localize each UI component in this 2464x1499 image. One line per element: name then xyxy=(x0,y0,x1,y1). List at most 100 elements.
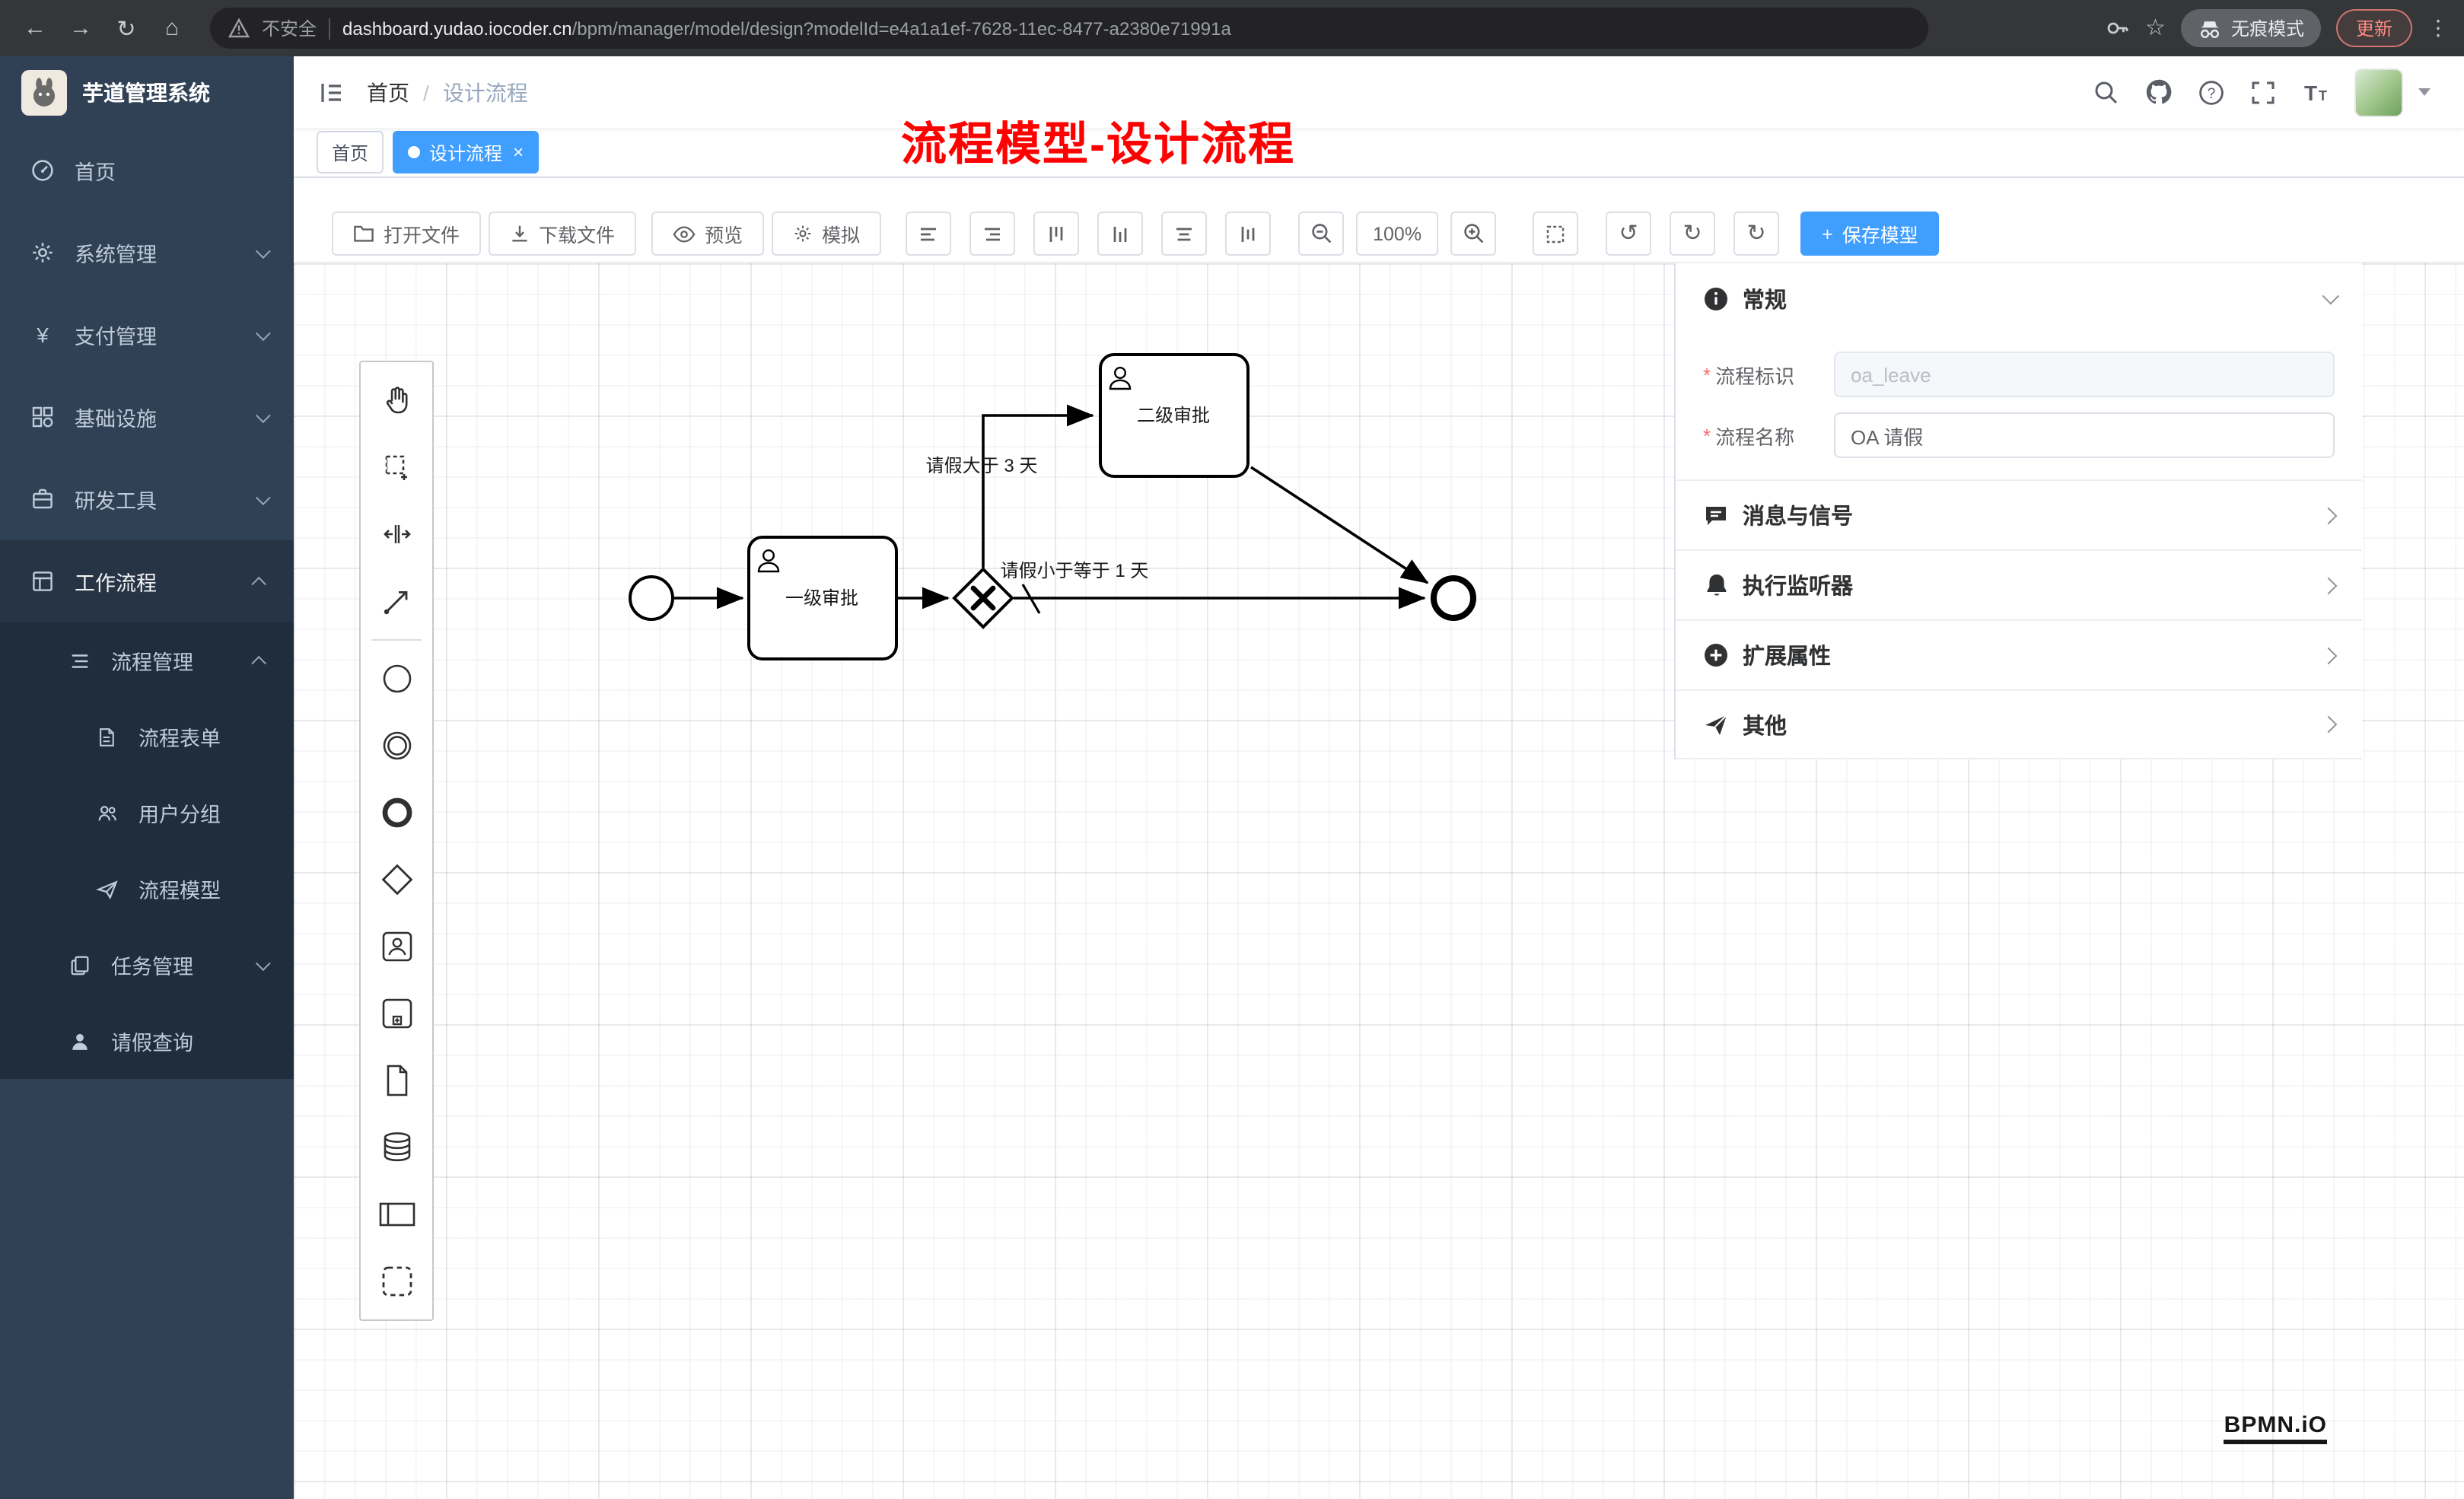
sidebar-item-label: 系统管理 xyxy=(75,243,157,266)
open-file-button[interactable]: 打开文件 xyxy=(332,212,482,256)
tab-home[interactable]: 首页 xyxy=(317,131,384,173)
help-icon[interactable]: ? xyxy=(2198,78,2225,106)
github-icon[interactable] xyxy=(2144,78,2173,107)
breadcrumb-home[interactable]: 首页 xyxy=(367,80,409,104)
user-avatar[interactable] xyxy=(2354,68,2403,116)
sidebar-item-process-model[interactable]: 流程模型 xyxy=(0,851,294,927)
warning-icon xyxy=(228,18,250,38)
fit-viewport-button[interactable] xyxy=(1533,212,1579,256)
exclusive-gateway[interactable] xyxy=(952,567,1014,629)
password-key-icon[interactable] xyxy=(2104,15,2130,41)
user-task-icon[interactable] xyxy=(362,913,431,980)
app-logo-row[interactable]: 芋道管理系统 xyxy=(0,56,294,129)
section-execution-listener[interactable]: 执行监听器 xyxy=(1676,549,2362,619)
flow-task2-to-end[interactable] xyxy=(1250,466,1429,584)
flow-gateway-to-task2[interactable] xyxy=(982,404,1094,568)
url-host: dashboard.yudao.iocoder.cn xyxy=(342,18,572,39)
data-object-icon[interactable] xyxy=(362,1047,431,1114)
sidebar-fold-icon[interactable] xyxy=(318,78,345,106)
end-event[interactable] xyxy=(1431,575,1476,621)
intermediate-event-icon[interactable] xyxy=(362,712,431,779)
fit-viewport-icon xyxy=(1546,224,1565,243)
end-event-icon[interactable] xyxy=(362,779,431,846)
address-bar[interactable]: 不安全 dashboard.yudao.iocoder.cn/bpm/manag… xyxy=(210,8,1928,49)
zoom-in-button[interactable] xyxy=(1450,212,1497,256)
task2-label: 二级审批 xyxy=(1137,406,1210,426)
bpmn-io-watermark[interactable]: BPMN.iO xyxy=(2224,1412,2327,1444)
zoom-level-button[interactable]: 100% xyxy=(1356,212,1439,256)
search-icon[interactable] xyxy=(2093,78,2120,106)
align-bottom-button[interactable] xyxy=(1097,212,1144,256)
chevron-down-icon xyxy=(255,325,271,341)
sidebar-item-user-group[interactable]: 用户分组 xyxy=(0,775,294,851)
fullscreen-icon[interactable] xyxy=(2249,78,2277,106)
close-icon[interactable]: × xyxy=(513,142,524,163)
task-first-approval[interactable]: 一级审批 xyxy=(747,536,898,660)
global-connect-icon[interactable] xyxy=(362,568,431,635)
download-file-button[interactable]: 下载文件 xyxy=(489,212,637,256)
section-extended-attributes[interactable]: 扩展属性 xyxy=(1676,619,2362,689)
sidebar-item-payment[interactable]: ¥ 支付管理 xyxy=(0,294,294,376)
browser-update-button[interactable]: 更新 xyxy=(2335,9,2412,47)
sidebar-item-label: 首页 xyxy=(75,161,116,184)
data-store-icon[interactable] xyxy=(362,1114,431,1181)
sidebar-item-leave-query[interactable]: 请假查询 xyxy=(0,1003,294,1079)
sidebar-item-infra[interactable]: 基础设施 xyxy=(0,376,294,458)
tags-view-bar: 首页 设计流程 × xyxy=(294,128,2464,178)
gateway-icon[interactable] xyxy=(362,846,431,913)
align-center-button[interactable] xyxy=(1161,212,1208,256)
gear-icon xyxy=(30,240,55,265)
bookmark-star-icon[interactable]: ☆ xyxy=(2145,15,2166,41)
avatar-dropdown-caret-icon[interactable] xyxy=(2418,88,2431,96)
sidebar-item-label: 用户分组 xyxy=(138,804,221,826)
align-left-button[interactable] xyxy=(906,212,952,256)
browser-back-icon[interactable]: ← xyxy=(24,15,46,41)
sidebar-item-process-mgmt[interactable]: 流程管理 xyxy=(0,622,294,699)
undo-button[interactable]: ↺ xyxy=(1606,212,1652,256)
participant-icon[interactable] xyxy=(362,1181,431,1248)
sidebar-item-workflow[interactable]: 工作流程 xyxy=(0,540,294,622)
zoom-out-button[interactable] xyxy=(1298,212,1345,256)
section-other[interactable]: 其他 xyxy=(1676,689,2362,759)
sidebar-item-home[interactable]: 首页 xyxy=(0,129,294,212)
save-model-button[interactable]: + 保存模型 xyxy=(1800,212,1940,256)
redo-button[interactable]: ↻ xyxy=(1670,212,1716,256)
group-icon[interactable] xyxy=(362,1248,431,1315)
chevron-right-icon xyxy=(2319,715,2338,734)
restart-button[interactable]: ↻ xyxy=(1733,212,1780,256)
process-key-input[interactable] xyxy=(1834,352,2335,397)
simulate-button[interactable]: 模拟 xyxy=(772,212,882,256)
task-second-approval[interactable]: 二级审批 xyxy=(1099,353,1250,478)
sidebar-item-system[interactable]: 系统管理 xyxy=(0,212,294,294)
browser-reload-icon[interactable]: ↻ xyxy=(116,16,136,42)
space-tool-icon[interactable] xyxy=(362,501,431,568)
breadcrumb-current: 设计流程 xyxy=(442,80,528,104)
process-name-input[interactable] xyxy=(1834,412,2335,458)
section-messages-signals[interactable]: 消息与信号 xyxy=(1676,479,2362,549)
hand-tool-icon[interactable] xyxy=(362,367,431,434)
chevron-down-icon xyxy=(255,243,271,259)
download-icon xyxy=(512,225,527,242)
browser-home-icon[interactable]: ⌂ xyxy=(164,15,180,41)
browser-menu-icon[interactable]: ⋮ xyxy=(2427,15,2449,40)
align-top-button[interactable] xyxy=(1033,212,1080,256)
sidebar-item-process-form[interactable]: 流程表单 xyxy=(0,699,294,775)
start-event[interactable] xyxy=(629,575,674,621)
sidebar-item-task-mgmt[interactable]: 任务管理 xyxy=(0,927,294,1003)
dashboard-icon xyxy=(30,158,55,183)
align-middle-button[interactable] xyxy=(1225,212,1272,256)
preview-button[interactable]: 预览 xyxy=(651,212,765,256)
general-section-header[interactable]: 常规 xyxy=(1676,263,2362,333)
align-right-button[interactable] xyxy=(969,212,1016,256)
lasso-tool-icon[interactable] xyxy=(362,434,431,501)
user-task-icon xyxy=(757,549,780,573)
tab-design-process[interactable]: 设计流程 × xyxy=(393,131,540,173)
start-event-icon[interactable] xyxy=(362,645,431,712)
subprocess-icon[interactable] xyxy=(362,980,431,1047)
sidebar-item-devtools[interactable]: 研发工具 xyxy=(0,458,294,540)
tab-label: 设计流程 xyxy=(429,142,503,164)
browser-forward-icon[interactable]: → xyxy=(69,15,92,41)
incognito-icon xyxy=(2200,21,2219,38)
bpmn-canvas[interactable]: 请假大于 3 天 请假小于等于 1 天 一级审批 xyxy=(294,262,2464,1499)
